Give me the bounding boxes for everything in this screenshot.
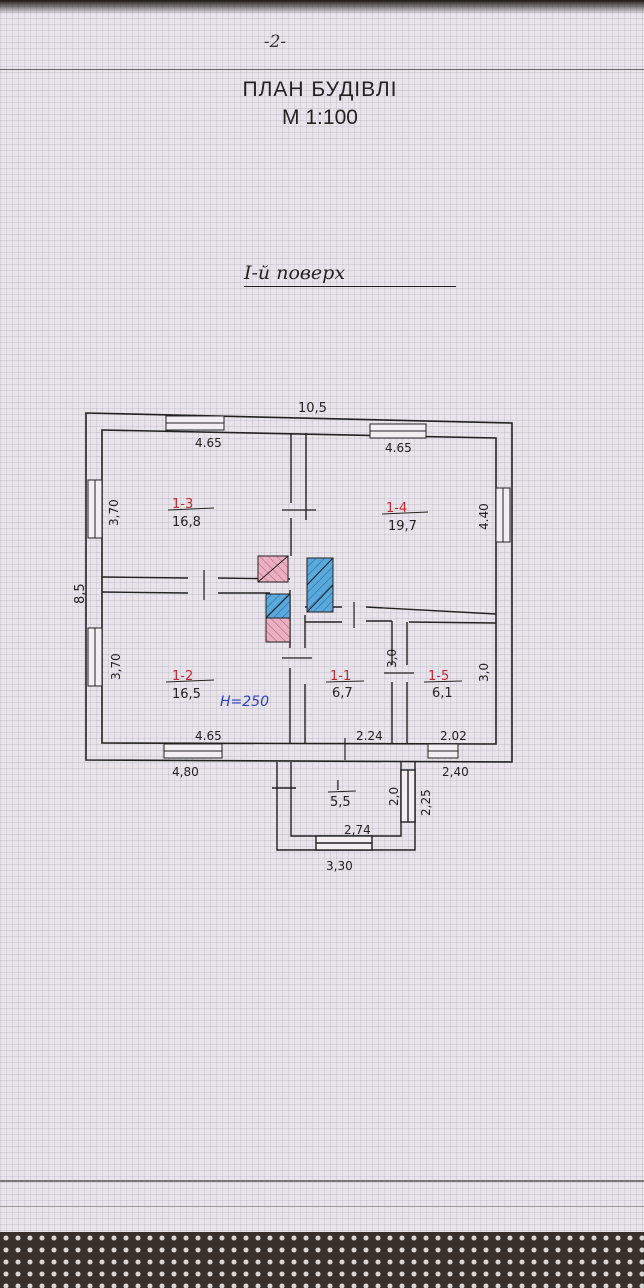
floor-label: I-й поверх [244, 262, 346, 284]
porch-area: 5,5 [330, 795, 351, 810]
room-1-4-width: 4.65 [385, 441, 412, 455]
room-1-1-fraction-line [325, 680, 365, 683]
room-1-5: 1-5 6,1 2.02 3,0 [423, 663, 491, 743]
room-1-4-fraction-line [381, 511, 429, 515]
page-number: -2- [263, 32, 287, 52]
stoves [257, 555, 334, 643]
room-1-5-depth: 3,0 [477, 663, 491, 682]
plan-title: ПЛАН БУДІВЛІ [242, 78, 398, 101]
door-marks [203, 509, 414, 760]
room-1-2-id: 1-2 [172, 669, 193, 684]
porch-outer-width: 3,30 [326, 859, 353, 873]
exterior-walls [85, 412, 513, 763]
porch-walls [272, 762, 416, 851]
room-1-5-id: 1-5 [428, 669, 449, 684]
lace-tablecloth [0, 1232, 644, 1288]
room-1-2-fraction-line [165, 679, 215, 683]
room-1-2: 1-2 16,5 4.65 3,70 H=250 [109, 653, 269, 743]
windows [87, 415, 511, 759]
room-1-4: 1-4 19,7 4.65 4.40 [381, 441, 491, 534]
porch-id: I [336, 779, 340, 794]
porch: I 5,5 2,74 3,30 2,0 2,25 [326, 779, 433, 873]
room-1-3-width: 4.65 [195, 436, 222, 450]
bottom-left-outer-width: 4,80 [172, 765, 199, 779]
room-1-5-width: 2.02 [440, 729, 467, 743]
porch-inner-depth: 2,0 [387, 787, 401, 806]
porch-fraction-line [327, 790, 357, 793]
room-1-1-area: 6,7 [332, 686, 353, 701]
room-1-4-depth: 4.40 [477, 503, 491, 530]
room-1-2-width: 4.65 [195, 729, 222, 743]
room-1-3-id: 1-3 [172, 497, 193, 512]
porch-outer-depth: 2,25 [419, 789, 433, 816]
room-1-1-id: 1-1 [330, 669, 351, 684]
header-rule [0, 69, 644, 70]
room-1-3-area: 16,8 [172, 515, 201, 530]
room-1-1-width: 2.24 [356, 729, 383, 743]
paper-sheet [0, 0, 644, 1250]
overall-width: 10,5 [298, 401, 327, 416]
footer-rule-secondary [0, 1206, 644, 1207]
table-edge [0, 0, 644, 14]
footer-rule [0, 1180, 644, 1182]
bottom-right-outer-width: 2,40 [442, 765, 469, 779]
overall-depth: 8,5 [73, 583, 88, 604]
porch-inner-width: 2,74 [344, 823, 371, 837]
floor-label-underline [244, 286, 456, 287]
room-1-1-depth: 3,0 [385, 649, 399, 668]
room-1-4-area: 19,7 [388, 519, 417, 534]
room-1-3: 1-3 16,8 4.65 3,70 [107, 436, 222, 530]
plan-scale: М 1:100 [282, 106, 358, 129]
overall-dimensions: 10,5 8,5 4,80 2,40 [73, 401, 469, 779]
room-1-2-area: 16,5 [172, 687, 201, 702]
room-1-4-id: 1-4 [386, 501, 407, 516]
room-1-1: 1-1 6,7 2.24 3,0 [325, 649, 399, 743]
room-1-5-area: 6,1 [432, 686, 453, 701]
room-1-3-depth: 3,70 [107, 499, 121, 526]
room-1-2-depth: 3,70 [109, 653, 123, 680]
room-1-3-fraction-line [167, 507, 215, 511]
ceiling-height: H=250 [220, 694, 269, 710]
room-1-5-fraction-line [423, 680, 463, 683]
